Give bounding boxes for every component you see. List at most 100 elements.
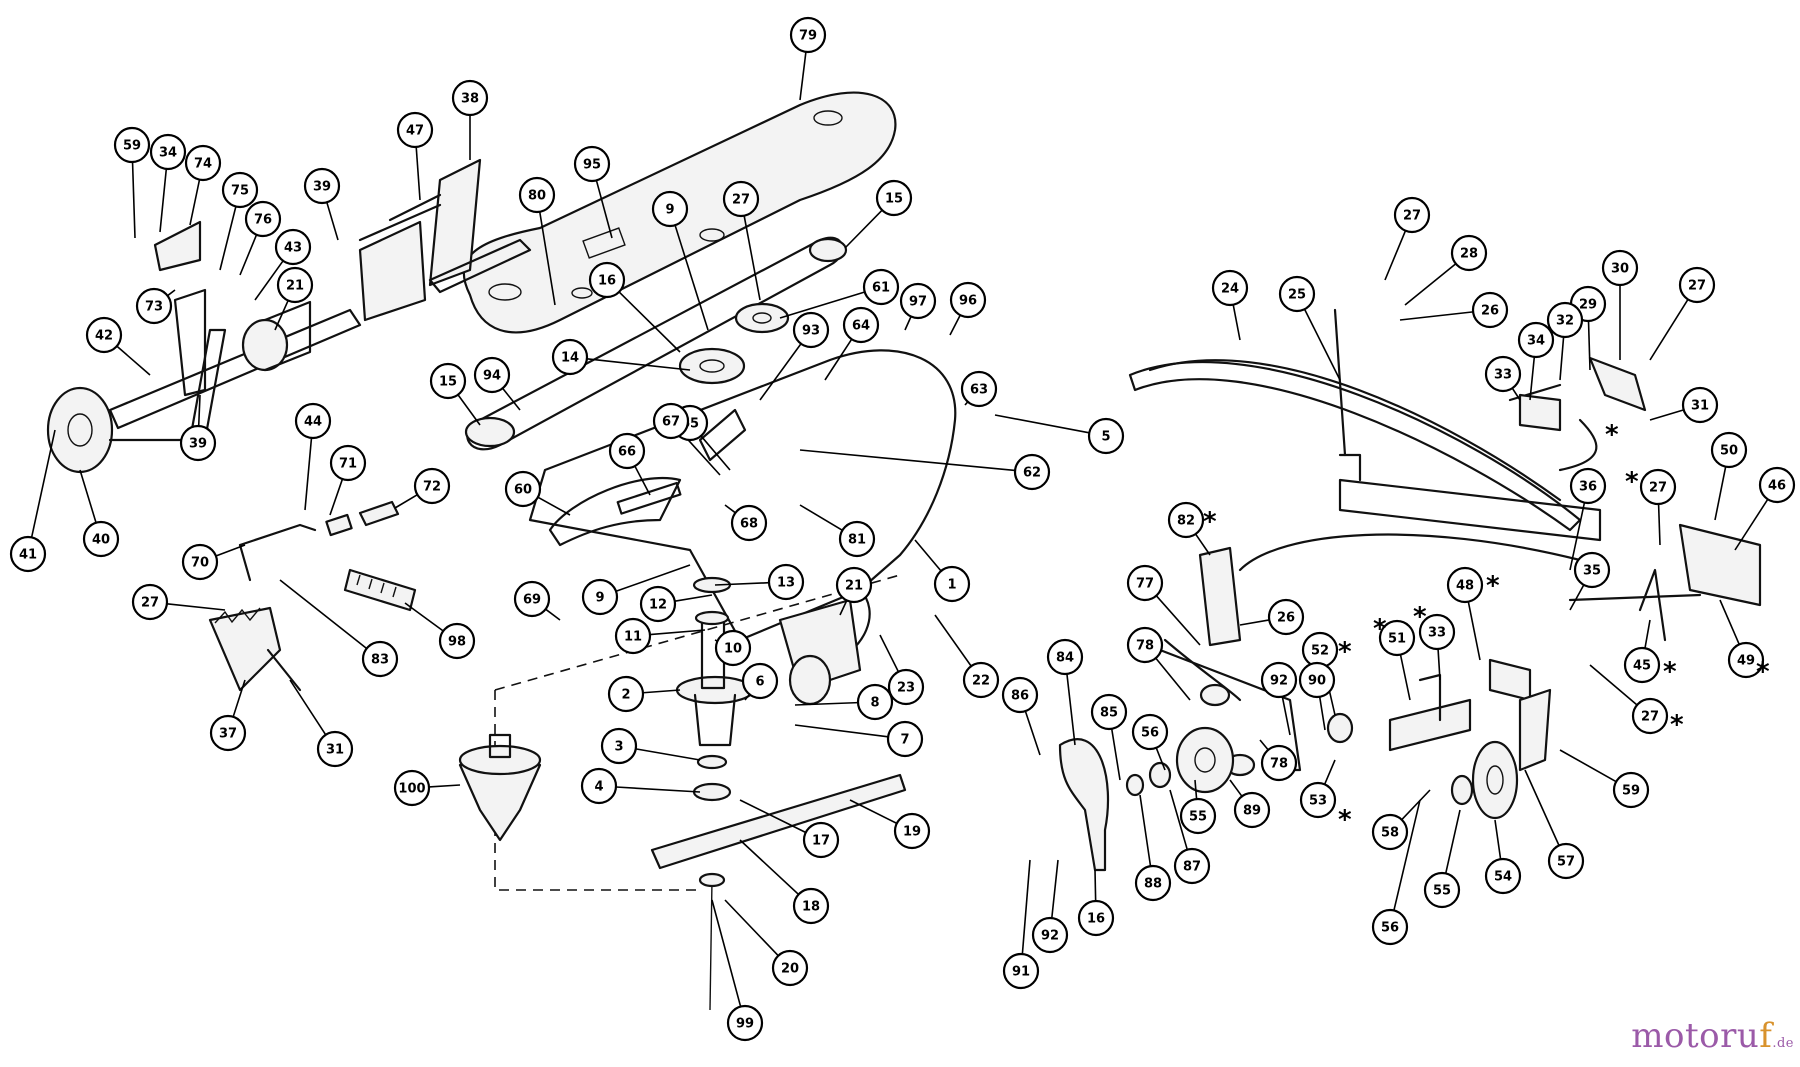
callout-circle-c88 <box>1134 864 1172 902</box>
callout-circle-c93 <box>792 311 830 349</box>
callout-label-c42: 42 <box>95 329 113 344</box>
callout-c77: 77 <box>1126 564 1164 602</box>
callout-c58: 58 <box>1371 813 1409 851</box>
callout-label-c29: 29 <box>1579 298 1597 313</box>
callout-c52: 52 <box>1301 631 1339 669</box>
callout-circle-c4 <box>580 767 618 805</box>
callout-circle-c78a <box>1126 626 1164 664</box>
callout-c80: 80 <box>518 176 556 214</box>
leader-line-c32 <box>1559 336 1565 381</box>
callout-label-c1: 1 <box>947 578 956 593</box>
callout-c100: 100 <box>393 769 431 807</box>
callout-label-c79: 79 <box>799 29 817 44</box>
callout-c67: 67 <box>652 402 690 440</box>
callout-c81: 81 <box>838 520 876 558</box>
callout-c31b: 31 <box>1681 386 1719 424</box>
leader-line-c53 <box>1323 759 1336 785</box>
star-33b: * <box>1413 602 1427 632</box>
callout-c63: 63 <box>960 370 998 408</box>
callout-label-c97: 97 <box>909 295 927 310</box>
callout-label-c19: 19 <box>903 825 921 840</box>
callout-label-c96: 96 <box>959 294 977 309</box>
leader-line-c68 <box>724 504 736 514</box>
callout-label-c5: 5 <box>1101 430 1110 445</box>
callout-label-c47: 47 <box>406 124 424 139</box>
callout-c59b: 59 <box>1612 771 1650 809</box>
callout-label-c49: 49 <box>1737 654 1755 669</box>
callout-circle-c15a <box>875 179 913 217</box>
callout-circle-c17 <box>802 821 840 859</box>
callout-c59a: 59 <box>113 126 151 164</box>
mower-deck-drawing <box>528 349 957 642</box>
callout-circle-c46 <box>1758 466 1796 504</box>
leader-line-c21a <box>274 300 289 331</box>
callout-circle-c72 <box>413 467 451 505</box>
callout-circle-c32 <box>1546 301 1584 339</box>
callout-c4: 4 <box>580 767 618 805</box>
callout-circle-c12 <box>639 585 677 623</box>
callout-circle-c27f <box>1631 697 1669 735</box>
callout-c43: 43 <box>274 228 312 266</box>
leader-line-c17 <box>739 799 807 834</box>
callout-c8: 8 <box>856 683 894 721</box>
callout-c22: 22 <box>962 661 1000 699</box>
callout-c44: 44 <box>294 402 332 440</box>
callout-c10: 10 <box>714 629 752 667</box>
leader-line-c95 <box>595 180 613 239</box>
callout-c20: 20 <box>771 949 809 987</box>
callout-circle-c50 <box>1710 431 1748 469</box>
callout-circle-c31a <box>316 730 354 768</box>
callout-circle-c97 <box>899 282 937 320</box>
callout-label-c75: 75 <box>231 184 249 199</box>
callout-c26b: 26 <box>1267 598 1305 636</box>
leader-line-c92a <box>1281 696 1291 736</box>
callout-c1: 1 <box>933 565 971 603</box>
callout-c2: 2 <box>607 675 645 713</box>
callout-circle-c11 <box>614 617 652 655</box>
leader-line-c49 <box>1719 599 1740 645</box>
callout-circle-c96 <box>949 281 987 319</box>
callout-circle-c75 <box>221 171 259 209</box>
leader-line-c46 <box>1734 498 1769 551</box>
callout-c93: 93 <box>792 311 830 349</box>
callout-c15a: 15 <box>875 179 913 217</box>
leader-line-c62 <box>799 449 1016 472</box>
callout-label-c68: 68 <box>740 517 758 532</box>
callout-circle-c15b <box>429 362 467 400</box>
callout-circle-c83 <box>361 640 399 678</box>
callout-label-c16a: 16 <box>598 274 616 289</box>
star-27f: * <box>1670 710 1684 740</box>
callout-c9a: 9 <box>651 190 689 228</box>
callout-circle-c44 <box>294 402 332 440</box>
leader-line-c39a <box>326 202 339 241</box>
callout-c61: 61 <box>862 268 900 306</box>
callout-label-c58: 58 <box>1381 826 1399 841</box>
callout-label-c89: 89 <box>1243 804 1261 819</box>
callout-label-c27f: 27 <box>1641 710 1659 725</box>
callout-circle-c21a <box>276 266 314 304</box>
leader-line-c91 <box>1021 859 1031 955</box>
callout-label-c31b: 31 <box>1691 399 1709 414</box>
callout-c56a: 56 <box>1131 713 1169 751</box>
callout-label-c4: 4 <box>594 780 603 795</box>
callout-c45: 45 <box>1623 646 1661 684</box>
callout-label-c36: 36 <box>1579 480 1597 495</box>
leader-lines <box>30 51 1769 1007</box>
callout-circle-c92b <box>1031 916 1069 954</box>
callout-label-c74: 74 <box>194 157 212 172</box>
leader-line-c27e <box>1657 503 1661 546</box>
leader-line-c98 <box>404 602 444 632</box>
leader-line-c48 <box>1467 601 1481 661</box>
callout-label-c94: 94 <box>483 369 501 384</box>
leader-line-c86 <box>1024 710 1041 756</box>
leader-line-c83 <box>279 579 368 650</box>
leader-line-c35 <box>1569 584 1585 611</box>
leader-line-c66 <box>634 465 651 496</box>
leader-line-c75 <box>219 206 237 271</box>
callout-circle-c68 <box>730 504 768 542</box>
callout-circle-c42 <box>85 316 123 354</box>
leader-line-c15a <box>844 209 883 249</box>
callout-label-c52: 52 <box>1311 644 1329 659</box>
